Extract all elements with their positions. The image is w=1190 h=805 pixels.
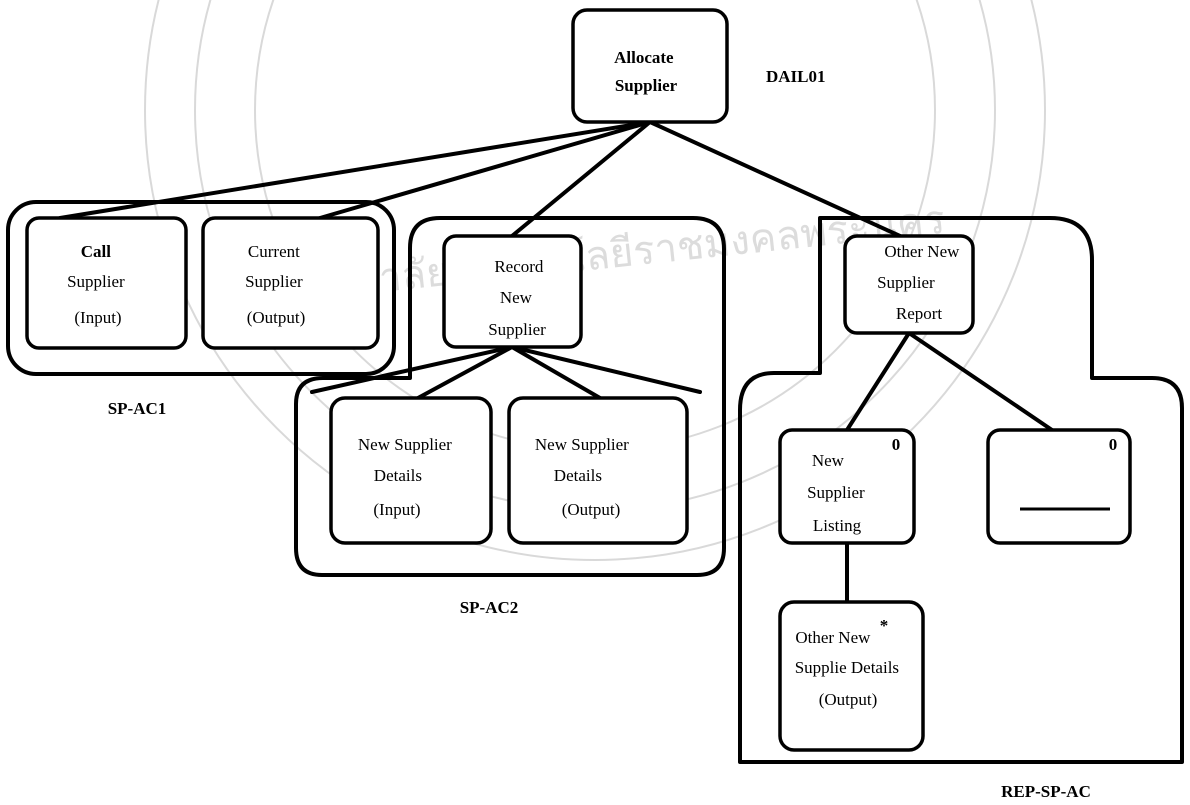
current-supplier-text: Current Supplier (Output) [245, 242, 307, 327]
group-outline-rep-sp-ac [738, 216, 1184, 764]
label-dail01: DAIL01 [766, 67, 826, 86]
connector-report-to-listing [845, 331, 911, 432]
other-new-supplier-report-text: Other New Supplier Report [877, 242, 964, 323]
allocate-supplier-text: Allocate Supplier [614, 48, 678, 95]
node-allocate-supplier [571, 8, 729, 124]
connector-record-to-details-input [416, 345, 514, 400]
group-outline-sp-ac1 [6, 200, 396, 376]
connector-report-to-blank [907, 331, 1054, 432]
connector-record-to-sp-ac2-right [510, 345, 702, 394]
new-supplier-details-output-text: New Supplier Details (Output) [535, 435, 633, 519]
label-rep-sp-ac: REP-SP-AC [1001, 782, 1091, 801]
selection-marker-blank: 0 [1109, 435, 1118, 454]
other-new-supplie-details-text: Other New Supplie Details (Output) [795, 628, 904, 709]
node-other-new-supplier-report [843, 234, 975, 335]
node-new-supplier-details-output [507, 396, 689, 545]
node-current-supplier [201, 216, 380, 350]
node-blank-selection [986, 428, 1132, 545]
record-new-supplier-text: Record New Supplier [488, 257, 547, 339]
iteration-marker: * [880, 616, 889, 635]
group-outline-sp-ac2 [294, 216, 726, 577]
node-other-new-supplie-details [778, 600, 925, 752]
node-new-supplier-details-input [329, 396, 493, 545]
label-sp-ac1: SP-AC1 [108, 399, 167, 418]
call-supplier-text: Call Supplier (Input) [67, 242, 129, 327]
connector-record-to-details-output [510, 345, 602, 400]
label-sp-ac2: SP-AC2 [460, 598, 519, 617]
new-supplier-details-input-text: New Supplier Details (Input) [358, 435, 456, 519]
selection-marker-listing: 0 [892, 435, 901, 454]
node-record-new-supplier [442, 234, 583, 349]
node-new-supplier-listing [778, 428, 916, 545]
node-call-supplier [25, 216, 188, 350]
new-supplier-listing-text: New Supplier Listing [807, 451, 869, 535]
